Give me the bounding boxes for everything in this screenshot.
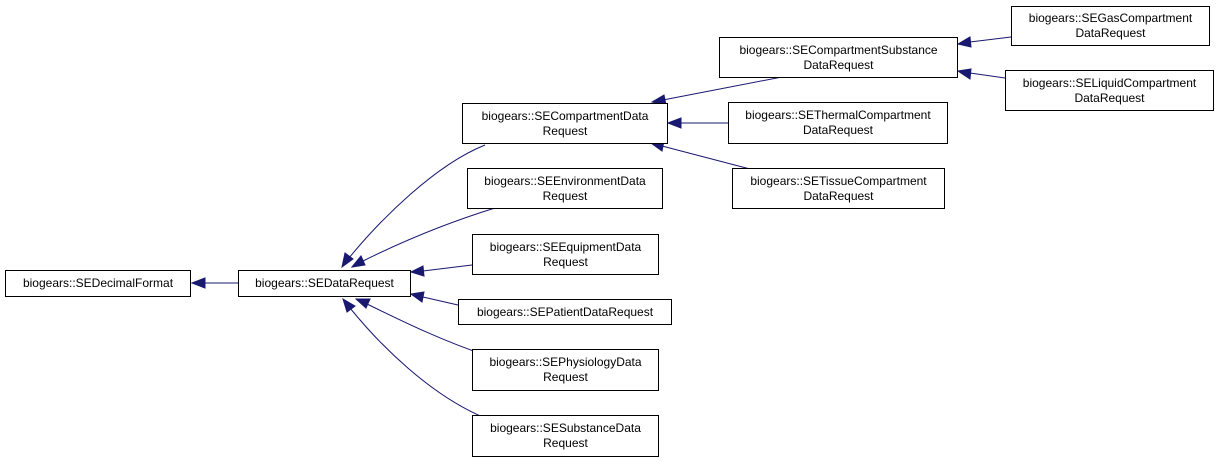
node-equipment-data-request-line-1: biogears::SEEquipmentData xyxy=(489,239,642,254)
node-thermal-compartment-data-request-line-1: biogears::SEThermalCompartment xyxy=(745,108,931,122)
arrowhead-compartment-substance-2 xyxy=(956,68,972,80)
node-physiology-data-request[interactable]: biogears::SEPhysiologyData Request xyxy=(472,349,659,391)
node-equipment-data-request[interactable]: biogears::SEEquipmentData Request xyxy=(472,234,659,275)
node-environment-data-request-line-2: Request xyxy=(542,188,588,203)
node-thermal-compartment-data-request[interactable]: biogears::SEThermalCompartment DataReque… xyxy=(728,102,948,144)
node-patient-data-request[interactable]: biogears::SEPatientDataRequest xyxy=(458,299,672,325)
edge-physiology-to-data-request xyxy=(366,303,486,356)
node-tissue-compartment-data-request[interactable]: biogears::SETissueCompartment DataReques… xyxy=(732,168,945,209)
node-environment-data-request-line-1: biogears::SEEnvironmentData xyxy=(484,173,646,188)
arrowhead-decimal-format xyxy=(190,277,206,289)
arrowhead-data-request-2 xyxy=(350,255,366,268)
edge-patient-to-data-request xyxy=(422,296,459,306)
node-substance-data-request[interactable]: biogears::SESubstanceData Request xyxy=(472,415,659,457)
node-physiology-data-request-line-2: Request xyxy=(543,370,588,384)
edge-substance-to-data-request xyxy=(349,307,486,419)
edge-liquid-to-compartment-substance xyxy=(969,72,1006,79)
arrowhead-data-request-6 xyxy=(342,297,356,313)
arrowhead-data-request-4 xyxy=(409,291,425,303)
node-compartment-data-request[interactable]: biogears::SECompartmentData Request xyxy=(462,103,668,144)
edge-gas-to-compartment-substance xyxy=(969,36,1012,43)
node-data-request-label: biogears::SEDataRequest xyxy=(255,276,394,290)
node-gas-compartment-data-request-line-2: DataRequest xyxy=(1075,26,1146,40)
node-decimal-format-label: biogears::SEDecimalFormat xyxy=(22,276,174,290)
node-compartment-substance-data-request-line-1: biogears::SECompartmentSubstance xyxy=(739,42,938,57)
node-patient-data-request-label: biogears::SEPatientDataRequest xyxy=(476,304,654,319)
node-liquid-compartment-data-request-line-1: biogears::SELiquidCompartment xyxy=(1022,75,1197,90)
edge-tissue-to-compartment xyxy=(661,145,751,170)
arrowhead-data-request-3 xyxy=(409,265,425,277)
edge-compartment-substance-to-compartment xyxy=(662,76,783,101)
node-compartment-data-request-line-2: Request xyxy=(542,123,588,138)
node-liquid-compartment-data-request[interactable]: biogears::SELiquidCompartment DataReques… xyxy=(1005,70,1214,111)
node-thermal-compartment-data-request-line-2: DataRequest xyxy=(802,123,874,137)
node-compartment-substance-data-request[interactable]: biogears::SECompartmentSubstance DataReq… xyxy=(719,37,958,78)
node-physiology-data-request-line-1: biogears::SEPhysiologyData xyxy=(489,355,642,369)
node-environment-data-request[interactable]: biogears::SEEnvironmentData Request xyxy=(467,168,663,209)
node-gas-compartment-data-request-line-1: biogears::SEGasCompartment xyxy=(1028,11,1193,25)
node-decimal-format[interactable]: biogears::SEDecimalFormat xyxy=(5,270,191,297)
edge-compartment-to-data-request xyxy=(348,144,486,259)
node-substance-data-request-line-2: Request xyxy=(543,436,588,450)
node-tissue-compartment-data-request-line-2: DataRequest xyxy=(803,188,874,203)
node-tissue-compartment-data-request-line-1: biogears::SETissueCompartment xyxy=(750,173,927,188)
edge-equipment-to-data-request xyxy=(422,264,473,272)
node-equipment-data-request-line-2: Request xyxy=(543,254,588,269)
edge-environment-to-data-request xyxy=(360,207,496,263)
node-substance-data-request-line-1: biogears::SESubstanceData xyxy=(490,421,641,435)
arrowhead-data-request-5 xyxy=(354,298,371,309)
node-compartment-substance-data-request-line-2: DataRequest xyxy=(803,57,874,72)
arrowhead-compartment-2 xyxy=(666,117,682,129)
node-compartment-data-request-line-1: biogears::SECompartmentData xyxy=(481,108,649,123)
node-data-request[interactable]: biogears::SEDataRequest xyxy=(238,270,411,297)
arrowhead-data-request-1 xyxy=(341,252,354,269)
node-liquid-compartment-data-request-line-2: DataRequest xyxy=(1074,90,1145,105)
arrowhead-compartment-substance-1 xyxy=(956,36,972,48)
node-gas-compartment-data-request[interactable]: biogears::SEGasCompartment DataRequest xyxy=(1011,6,1210,46)
